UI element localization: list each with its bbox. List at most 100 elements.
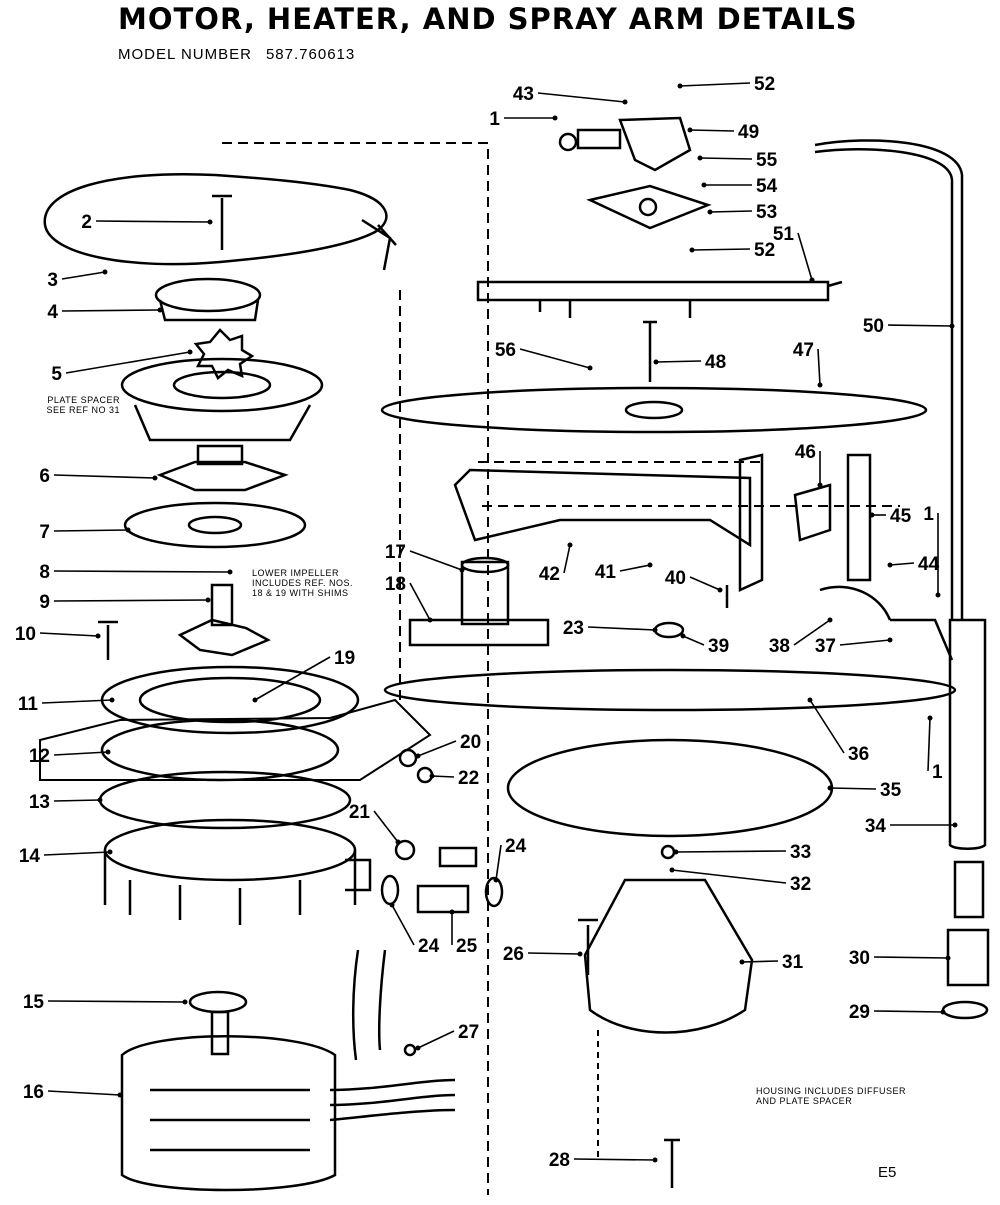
callout-41: 41 [595,562,653,583]
callout-49: 49 [687,122,759,143]
leader-arrow [935,592,941,598]
motor-cap [188,990,248,1014]
leader-line [39,632,99,637]
callout-number: 43 [513,84,534,105]
callout-number: 38 [769,636,790,657]
leader-line [809,699,845,754]
leader-line [873,956,949,959]
leader-arrow [552,115,558,121]
lower-spray-arm [383,668,957,712]
callout-26: 26 [503,944,583,965]
callout-number: 40 [665,568,686,589]
leader-arrow [652,627,658,633]
callout-24: 24 [389,902,440,957]
callout-51: 51 [773,224,815,283]
model-label: MODEL NUMBER [118,46,252,63]
washer-part-33 [660,844,676,860]
callout-32: 32 [669,867,811,895]
leader-line [573,1158,656,1161]
callout-number: 52 [754,74,775,95]
callout-number: 26 [503,944,524,965]
leader-arrow [95,633,101,639]
callout-number: 1 [932,762,943,783]
leader-arrow [493,877,499,883]
callout-number: 24 [418,936,440,957]
callout-number: 1 [923,504,934,525]
leader-arrow [427,617,433,623]
leader-line [373,810,399,843]
part-30a [953,860,985,919]
leader-arrow [927,715,933,721]
callout-number: 55 [756,150,778,171]
fill-tube-50 [814,139,964,620]
leader-line [417,740,457,757]
leader-line [619,564,651,572]
callout-18: 18 [385,574,433,623]
leader-line [47,1000,186,1003]
leader-line [409,550,463,571]
callout-39: 39 [680,633,729,657]
callout-43: 43 [513,84,628,105]
callout-number: 46 [795,442,816,463]
filter-part-46 [793,483,832,542]
callout-14: 14 [19,846,113,867]
leader-arrow [415,1045,421,1051]
bearing-part-39 [653,621,685,639]
callout-number: 18 [385,574,406,595]
leader-arrow [207,219,213,225]
leader-arrow [680,633,686,639]
leader-line [927,717,931,772]
leader-arrow [429,773,435,779]
callout-number: 54 [756,176,778,197]
leader-arrow [687,127,693,133]
callout-42: 42 [539,542,573,585]
callout-45: 45 [869,506,912,527]
callout-5: 5 [51,349,193,385]
callout-50: 50 [863,316,955,337]
assembly-dashed-line [222,142,489,1195]
callout-55: 55 [697,150,778,171]
leader-arrow [102,269,108,275]
callout-11: 11 [18,694,115,715]
callout-3: 3 [47,269,108,291]
leader-arrow [622,99,628,105]
leader-arrow [109,697,115,703]
leader-line [873,1010,944,1013]
leader-arrow [105,749,111,755]
leader-arrow [652,1157,658,1163]
callout-number: 48 [705,352,726,373]
leader-arrow [827,617,833,623]
callout-number: 33 [790,842,811,863]
callout-35: 35 [827,780,902,801]
callout-number: 50 [863,316,884,337]
leader-line [53,799,101,802]
leader-line [699,157,753,160]
leader-arrow [717,587,723,593]
leader-line [587,626,656,631]
leader-arrow [97,797,103,803]
callout-34: 34 [865,816,958,837]
leader-line [839,639,891,646]
diagram-title: MOTOR, HEATER, AND SPRAY ARM DETAILS [118,2,858,36]
callout-24-2: 24 [493,836,527,883]
part-17 [460,560,510,626]
gear-part-5 [193,328,255,380]
motor [120,1035,337,1192]
callout-6: 6 [39,466,158,487]
callout-number: 24 [505,836,527,857]
motor-shaft [210,1010,230,1056]
callout-number: 42 [539,564,560,585]
leader-arrow [415,753,421,759]
callout-56: 56 [495,340,593,371]
screw-part-28 [664,1138,680,1188]
callout-number: 47 [793,340,814,361]
leader-arrow [653,359,659,365]
leader-arrow [817,482,823,488]
callout-8: 8 [39,562,233,583]
callout-number: 53 [756,202,777,223]
leader-arrow [117,1092,123,1098]
leader-line [495,844,502,881]
